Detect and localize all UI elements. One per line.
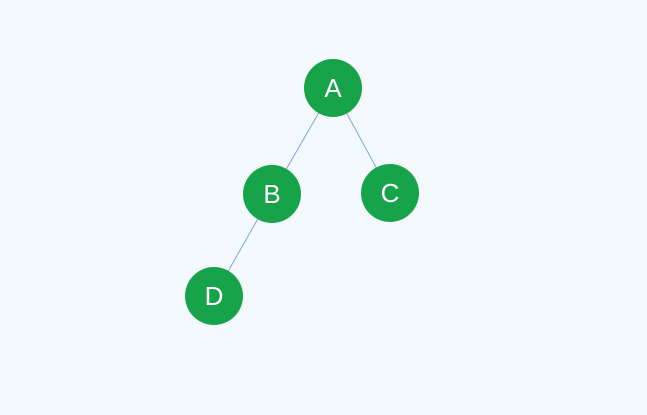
tree-node-label: A: [324, 73, 342, 103]
tree-node-D[interactable]: D: [185, 267, 243, 325]
tree-node-label: C: [380, 178, 400, 208]
tree-node-B[interactable]: B: [243, 165, 301, 223]
tree-node-label: D: [204, 281, 224, 311]
tree-node-C[interactable]: C: [361, 164, 419, 222]
tree-node-label: B: [263, 179, 281, 209]
tree-node-A[interactable]: A: [304, 59, 362, 117]
